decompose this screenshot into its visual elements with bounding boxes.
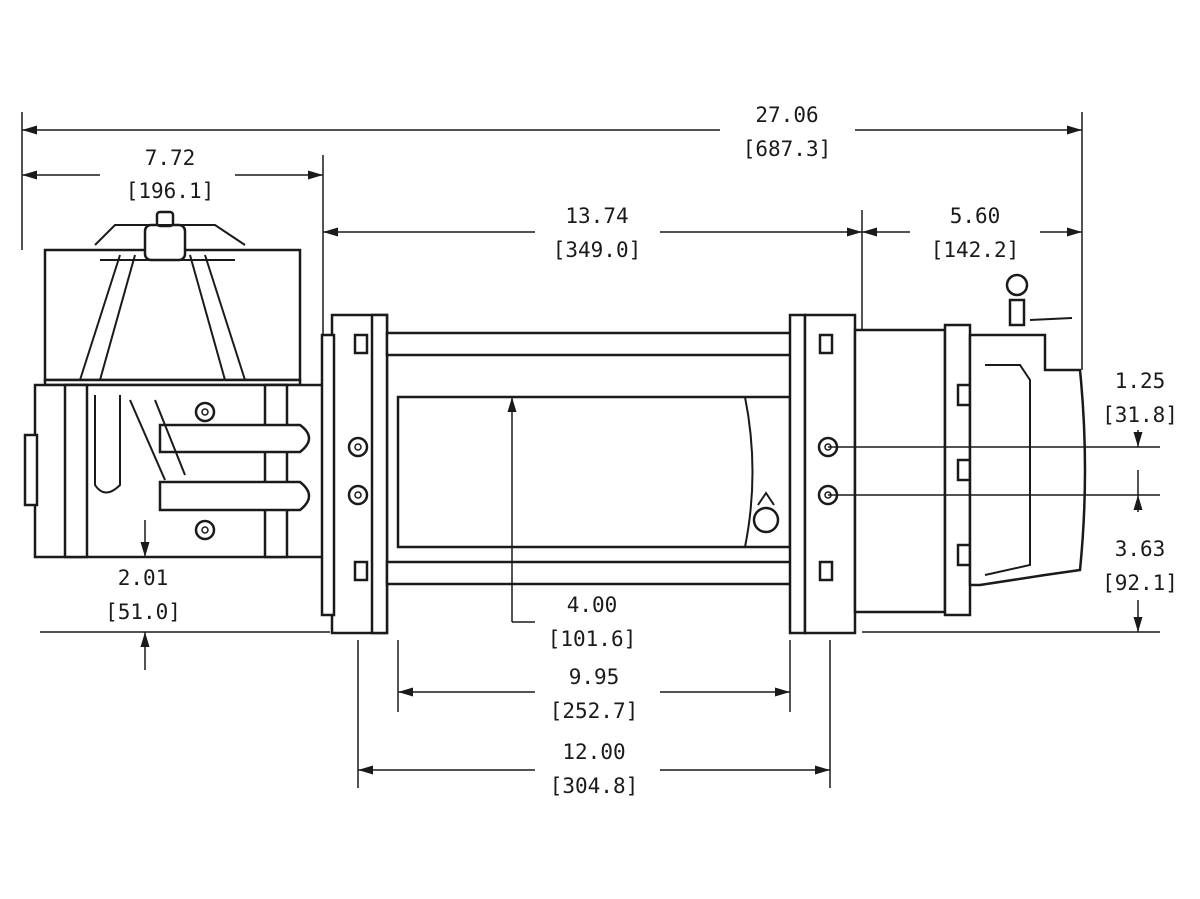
motor-length-inch: 7.72 [145,146,196,170]
drum-diameter-inch: 4.00 [567,593,618,617]
mount-bolt-pattern-inch: 12.00 [562,740,625,764]
drum-frame-length-mm: [349.0] [553,238,642,262]
tie-bars [385,331,804,586]
drum-length-mm: [252.7] [550,699,639,723]
overall-length-inch: 27.06 [755,103,818,127]
bolt-spacing-mm: [31.8] [1102,403,1178,427]
bolt-to-base-mm: [92.1] [1102,571,1178,595]
gear-housing-length-inch: 5.60 [950,204,1001,228]
motor-assembly [23,210,327,559]
dimension-lines [21,112,1160,788]
bolt-spacing-inch: 1.25 [1115,369,1166,393]
right-drum-flange [788,313,857,635]
left-drum-flange [320,313,389,635]
bolt-to-base-inch: 3.63 [1115,537,1166,561]
drum-length-inch: 9.95 [569,665,620,689]
dimension-labels: 27.06 [687.3] 7.72 [196.1] 13.74 [349.0]… [105,103,1178,798]
mount-bolt-pattern-mm: [304.8] [550,774,639,798]
drum-diameter-mm: [101.6] [548,627,637,651]
cable-drum [396,395,792,549]
gear-housing-length-mm: [142.2] [931,238,1020,262]
drum-frame-length-inch: 13.74 [565,204,628,228]
motor-base-offset-mm: [51.0] [105,600,181,624]
gear-housing [853,273,1087,617]
motor-base-offset-inch: 2.01 [118,566,169,590]
overall-length-mm: [687.3] [743,137,832,161]
winch-body [23,210,1087,635]
motor-length-mm: [196.1] [126,179,215,203]
